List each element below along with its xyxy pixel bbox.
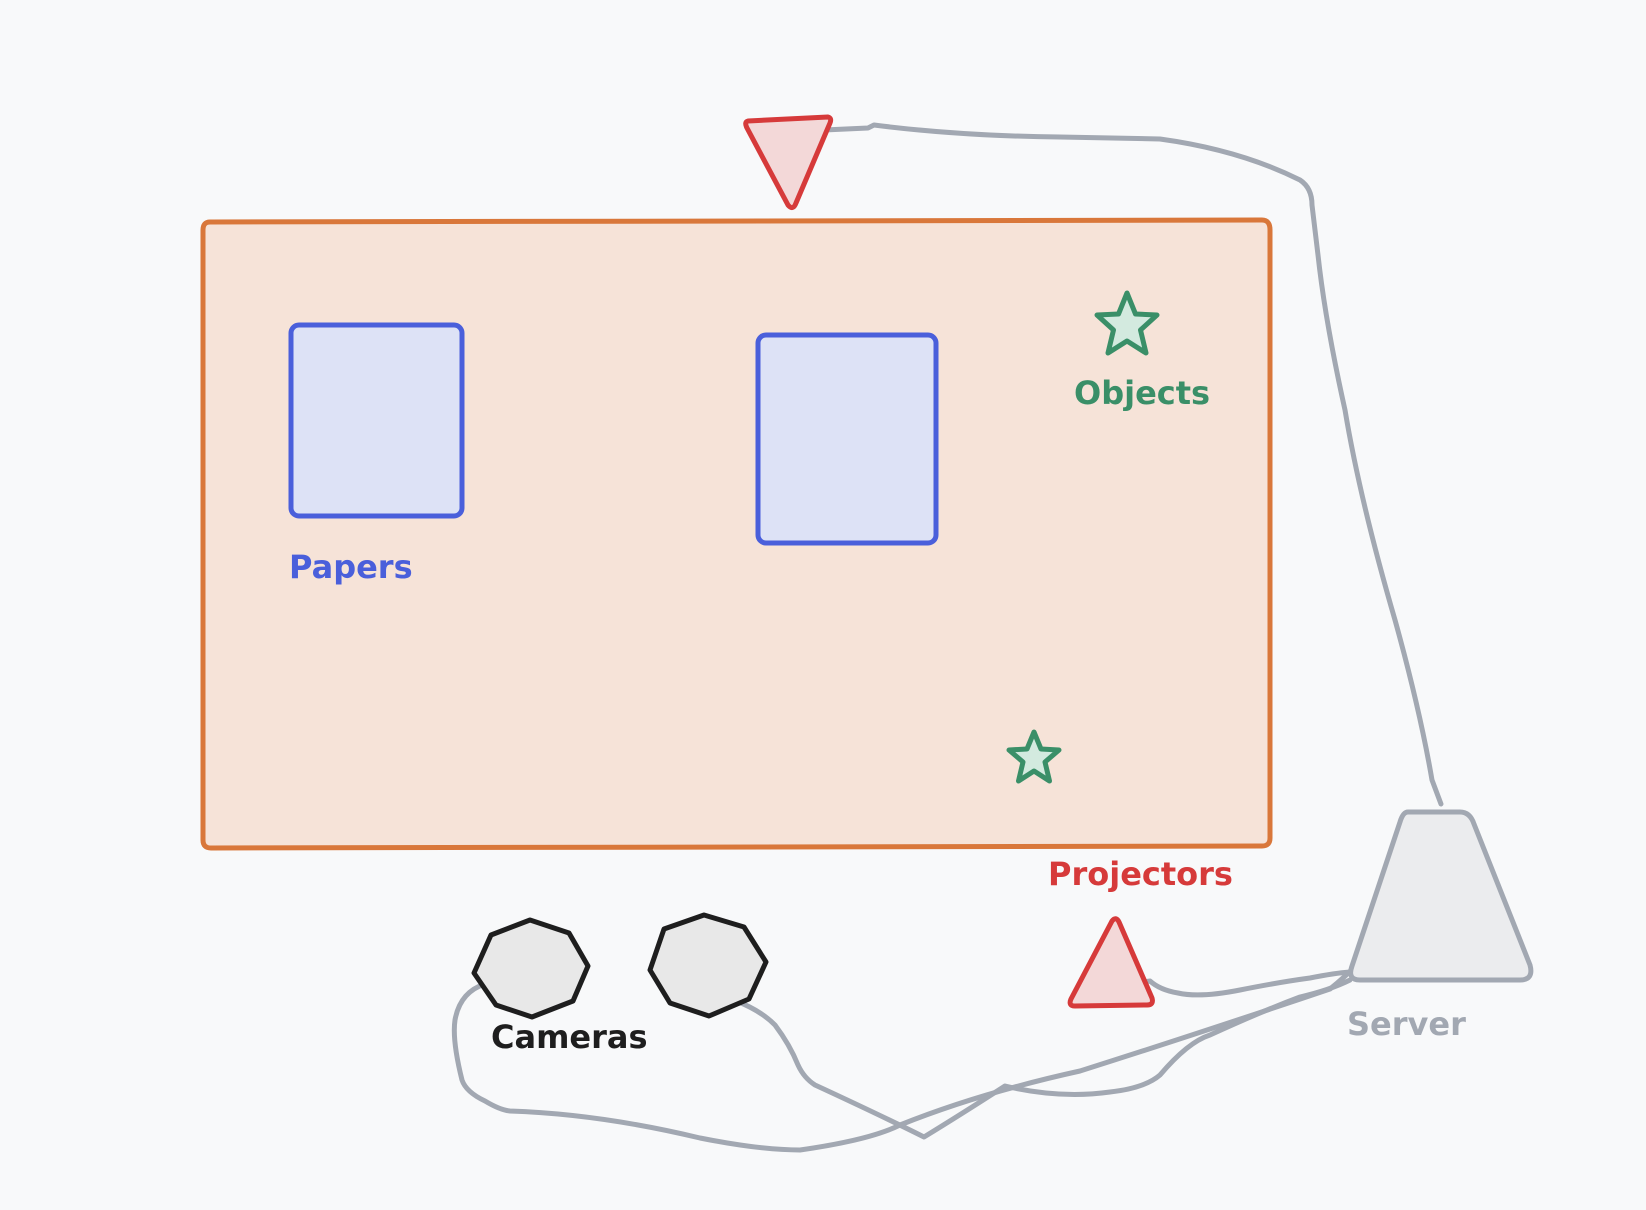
objects-label: Objects [1074, 374, 1210, 412]
triangle-icon[interactable] [743, 114, 834, 211]
wire-bottom-projector-to-server [1133, 969, 1369, 998]
wire-camera-left-to-server [451, 937, 1379, 1153]
server-group: Server [1347, 809, 1534, 1043]
paper-right[interactable] [755, 332, 939, 546]
cameras-label: Cameras [491, 1018, 648, 1056]
star-icon[interactable] [1006, 729, 1062, 784]
papers-label: Papers [289, 548, 413, 586]
wire-camera-right-to-server [733, 977, 1353, 1140]
connections [451, 122, 1444, 1153]
projectors-label: Projectors [1048, 855, 1233, 893]
cameras-group: Cameras [471, 912, 769, 1056]
paper-left[interactable] [288, 322, 465, 519]
triangle-icon[interactable] [1067, 916, 1155, 1009]
projectors-group: Projectors [743, 114, 1233, 1009]
star-icon[interactable] [1094, 290, 1160, 356]
hexagon-icon[interactable] [647, 912, 769, 1019]
hexagon-icon[interactable] [471, 917, 591, 1020]
objects-group: Objects [1006, 290, 1210, 784]
table-surface[interactable] [200, 217, 1273, 851]
trapezoid-icon[interactable] [1348, 809, 1534, 983]
papers-group: Papers [288, 322, 939, 586]
server-label: Server [1347, 1005, 1466, 1043]
wire-top-projector-to-server [821, 122, 1444, 807]
